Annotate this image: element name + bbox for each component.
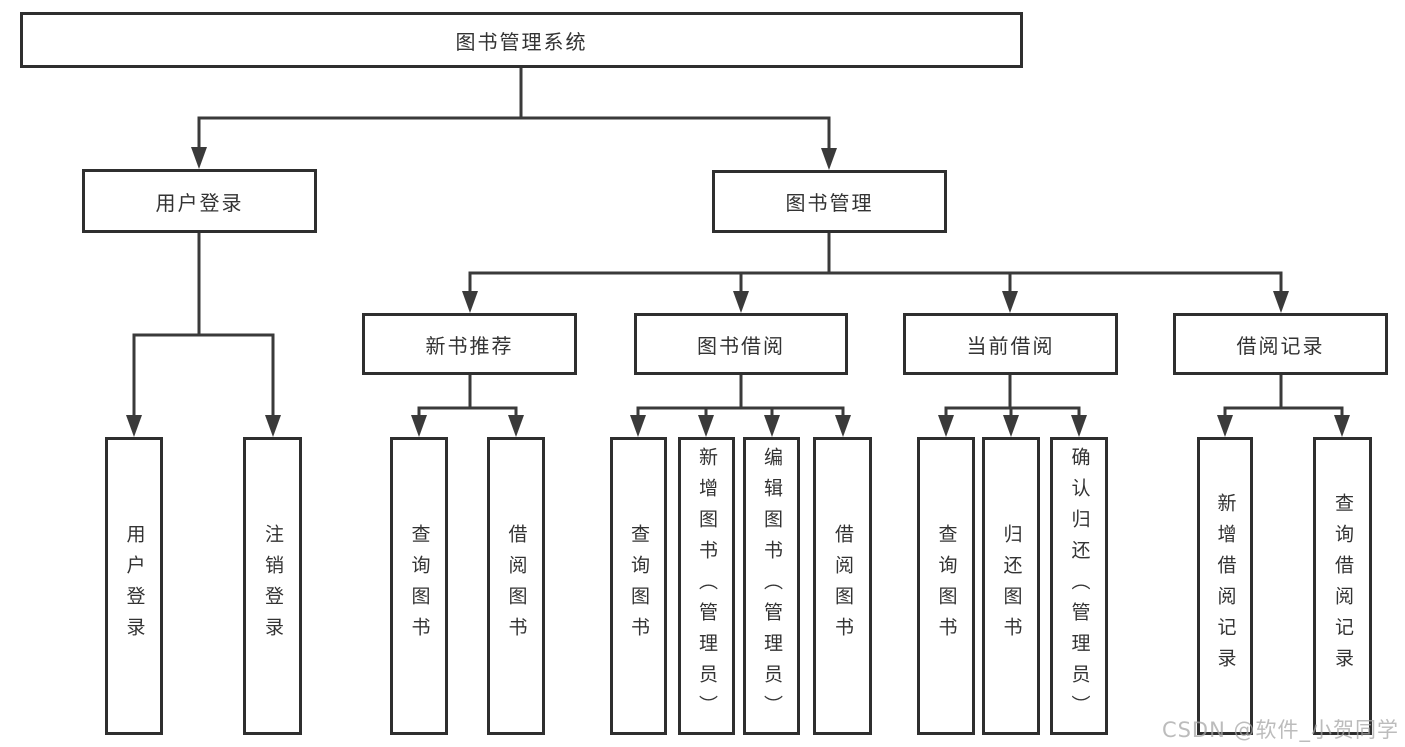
- node-new-book-recommend: 新书推荐: [362, 313, 577, 375]
- leaf-label: 编辑图书（管理员）: [761, 446, 783, 726]
- leaf-user-login: 用户登录: [105, 437, 163, 735]
- leaf-label: 借阅图书: [505, 524, 528, 648]
- leaf-borrow-books: 借阅图书: [813, 437, 872, 735]
- node-label: 图书管理: [785, 191, 874, 215]
- leaf-label: 用户登录: [123, 524, 146, 648]
- leaf-borrow-books-recommend: 借阅图书: [487, 437, 545, 735]
- leaf-edit-books-admin: 编辑图书（管理员）: [743, 437, 800, 735]
- node-borrow-records: 借阅记录: [1173, 313, 1388, 375]
- node-book-management: 图书管理: [712, 170, 947, 233]
- node-label: 用户登录: [155, 190, 244, 215]
- node-label: 新书推荐: [425, 333, 514, 358]
- leaf-return-books: 归还图书: [982, 437, 1040, 735]
- leaf-label: 查询图书: [935, 524, 958, 648]
- leaf-label: 查询图书: [628, 524, 650, 648]
- leaf-confirm-return-admin: 确认归还（管理员）: [1050, 437, 1108, 735]
- node-user-login: 用户登录: [82, 169, 317, 233]
- node-root: 图书管理系统: [20, 12, 1023, 68]
- leaf-add-books-admin: 新增图书（管理员）: [678, 437, 735, 735]
- leaf-label: 借阅图书: [832, 524, 854, 648]
- leaf-logout: 注销登录: [243, 437, 302, 735]
- node-label: 图书借阅: [697, 333, 785, 358]
- leaf-label: 查询图书: [408, 524, 431, 648]
- leaf-label: 注销登录: [262, 524, 284, 648]
- node-current-borrow: 当前借阅: [903, 313, 1118, 375]
- node-label: 当前借阅: [966, 333, 1055, 358]
- node-label: 图书管理系统: [455, 29, 588, 54]
- leaf-label: 新增图书（管理员）: [696, 446, 718, 726]
- leaf-query-borrow-record: 查询借阅记录: [1313, 437, 1372, 735]
- leaf-label: 查询借阅记录: [1332, 493, 1354, 679]
- leaf-query-books-current: 查询图书: [917, 437, 975, 735]
- leaf-label: 确认归还（管理员）: [1068, 446, 1091, 726]
- leaf-label: 新增借阅记录: [1214, 493, 1237, 679]
- csdn-watermark: CSDN @软件_小贺同学: [1161, 718, 1399, 742]
- leaf-add-borrow-record: 新增借阅记录: [1197, 437, 1253, 735]
- node-label: 借阅记录: [1236, 333, 1325, 358]
- leaf-query-books-recommend: 查询图书: [390, 437, 448, 735]
- node-book-borrow: 图书借阅: [634, 313, 848, 375]
- leaf-label: 归还图书: [1000, 524, 1023, 648]
- leaf-query-books: 查询图书: [610, 437, 667, 735]
